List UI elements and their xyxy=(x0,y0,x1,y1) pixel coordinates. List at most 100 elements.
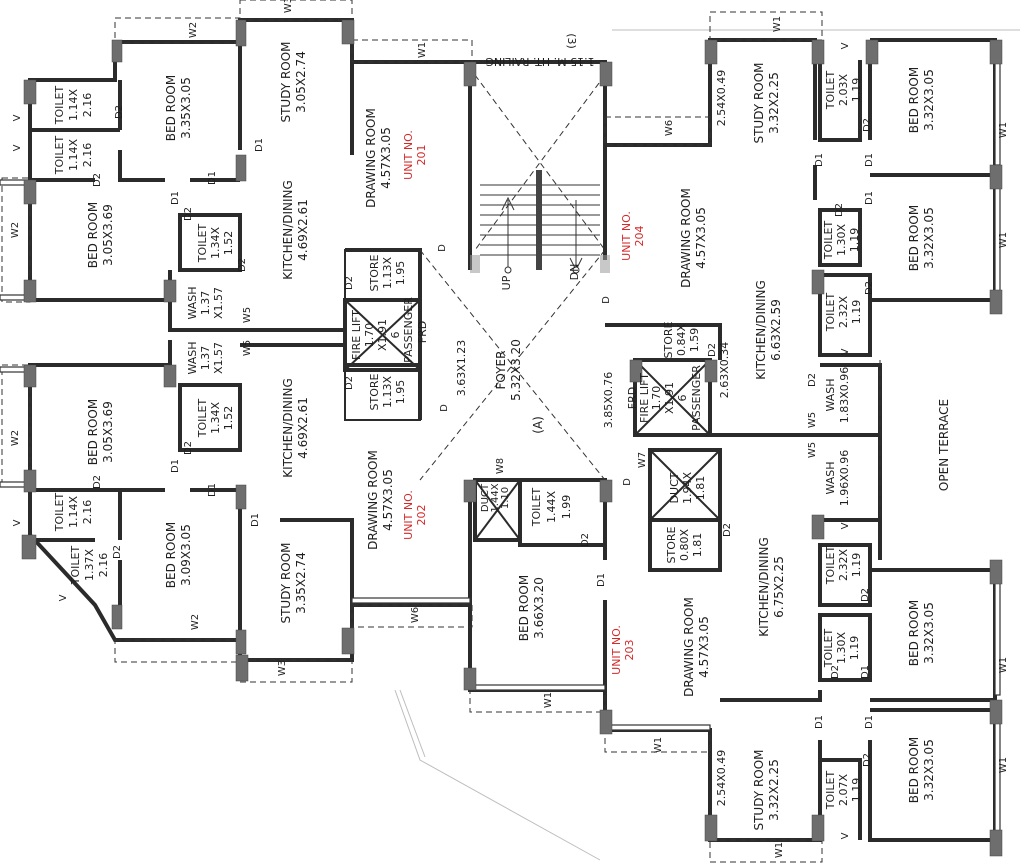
balcony-dim: 2.54X0.49 xyxy=(715,70,728,127)
stair-down-label: DN xyxy=(568,264,581,281)
door-mark: D2 xyxy=(183,207,194,221)
vent-mark: V xyxy=(840,832,851,839)
room-dim: 1.37 xyxy=(199,291,212,316)
lift-capacity: 6 xyxy=(676,395,689,402)
room-name: TOILET xyxy=(53,493,66,533)
room-dim: 3.32X2.25 xyxy=(767,759,781,821)
window-mark: W1 xyxy=(998,757,1009,773)
door-mark: D2 xyxy=(344,376,355,390)
room-dim: 3.35X3.05 xyxy=(179,77,193,139)
duct-cross xyxy=(474,479,521,541)
room-name: STORE xyxy=(665,526,678,563)
wall-partition xyxy=(118,80,240,182)
room-dim: 2.07X xyxy=(837,774,850,806)
unit-label: UNIT NO. xyxy=(620,211,633,261)
stair-diagonal xyxy=(474,74,606,251)
room-dim: 1.99 xyxy=(560,495,573,520)
wall-partition xyxy=(30,128,120,182)
room-dim: X1.57 xyxy=(212,287,225,319)
unit-label: UNIT NO. xyxy=(402,490,415,540)
door-mark: D2 xyxy=(92,475,103,489)
door-mark: D2 xyxy=(834,203,845,217)
room-dim: 1.19 xyxy=(850,553,863,578)
window-mark: W1 xyxy=(774,842,785,858)
room-name: TOILET xyxy=(824,293,837,333)
window-mark: W1 xyxy=(653,737,664,753)
wall-partition xyxy=(820,758,862,840)
door-mark: D1 xyxy=(207,171,218,185)
door-mark: D1 xyxy=(170,191,181,205)
room-name: WASH xyxy=(186,341,199,374)
unit-203-labels: TOILET 1.44X 1.99 BED ROOM 3.66X3.20 UNI… xyxy=(517,450,936,831)
room-name: KITCHEN/DINING xyxy=(757,537,771,637)
room-name: STUDY ROOM xyxy=(279,542,293,623)
room-dim: 1.13X xyxy=(381,376,394,408)
window-mark: W7 xyxy=(637,452,648,468)
lobby-dim: 3.63X1.23 xyxy=(455,340,468,397)
wall-partition xyxy=(818,543,872,607)
stair-diagonal xyxy=(474,74,606,251)
window-mark: W6 xyxy=(664,120,675,136)
room-dim: 1.52 xyxy=(222,406,235,431)
wall-partition xyxy=(818,60,862,142)
room-dim: 4.57X3.05 xyxy=(379,127,393,189)
door-mark: D2 xyxy=(860,588,871,602)
lift-door: FRD xyxy=(626,387,639,409)
lift-dim: X1.91 xyxy=(663,382,676,414)
window-mark: W2 xyxy=(10,430,21,446)
room-name: STUDY ROOM xyxy=(752,62,766,143)
room-dim: 3.66X3.20 xyxy=(532,577,546,639)
room-dim: 3.32X3.05 xyxy=(922,739,936,801)
room-dim: 1.19 xyxy=(850,300,863,325)
unit-number: 202 xyxy=(415,505,428,526)
duct-label: DUCT xyxy=(480,483,491,512)
room-name: STUDY ROOM xyxy=(279,41,293,122)
wall-core xyxy=(605,323,820,437)
fire-lift-box xyxy=(343,298,422,372)
room-name: DRAWING ROOM xyxy=(366,450,380,550)
unit-label: UNIT NO. xyxy=(610,625,623,675)
wall xyxy=(603,480,822,842)
landing-hatch xyxy=(600,255,610,273)
duct-label: DUCT xyxy=(668,472,681,503)
foyer-tag: (A) xyxy=(531,416,545,434)
structural-columns xyxy=(21,19,1003,857)
room-name: TOILET xyxy=(196,399,209,439)
room-dim: 1.96X0.96 xyxy=(838,450,851,507)
room-dim: 4.57X3.05 xyxy=(381,469,395,531)
vent-mark: V xyxy=(58,594,69,601)
balcony-outline xyxy=(469,689,606,713)
room-dim: 0.84X xyxy=(675,324,688,356)
room-name: TOILET xyxy=(53,86,66,126)
room-dim: 1.44X xyxy=(545,491,558,523)
room-name: TOILET xyxy=(53,136,66,176)
room-dim: 2.03X xyxy=(837,74,850,106)
room-name: BED ROOM xyxy=(517,575,531,641)
lift-type: PASSENGER xyxy=(402,297,415,363)
balcony-outline xyxy=(604,116,711,146)
room-name: BED ROOM xyxy=(86,399,100,465)
room-dim: 3.09X3.05 xyxy=(179,524,193,586)
balcony-outline xyxy=(239,0,353,21)
site-boundary-line xyxy=(399,689,426,758)
wall-partition xyxy=(818,273,872,357)
room-name: DRAWING ROOM xyxy=(364,108,378,208)
unit-204-labels: STUDY ROOM 3.32X2.25 2.54X0.49 UNIT NO. … xyxy=(620,62,936,423)
vent-mark: V xyxy=(12,114,23,121)
room-dim: 1.19 xyxy=(848,636,861,661)
room-name: KITCHEN/DINING xyxy=(281,180,295,280)
vent-mark: V xyxy=(840,522,851,529)
room-dim: 1.19 xyxy=(848,228,861,253)
door-mark: D xyxy=(601,296,612,304)
wall-partition xyxy=(178,213,242,272)
room-name: TOILET xyxy=(196,224,209,264)
door-mark: D1 xyxy=(864,715,875,729)
staircase xyxy=(480,170,600,274)
lift-label: FIRE LIFT xyxy=(350,310,363,360)
wall-partition xyxy=(30,488,122,605)
room-dim: 1.30X xyxy=(835,224,848,256)
door-mark: D2 xyxy=(112,545,123,559)
lift-door: FRD xyxy=(416,321,429,343)
door-mark: D2 xyxy=(830,665,841,679)
